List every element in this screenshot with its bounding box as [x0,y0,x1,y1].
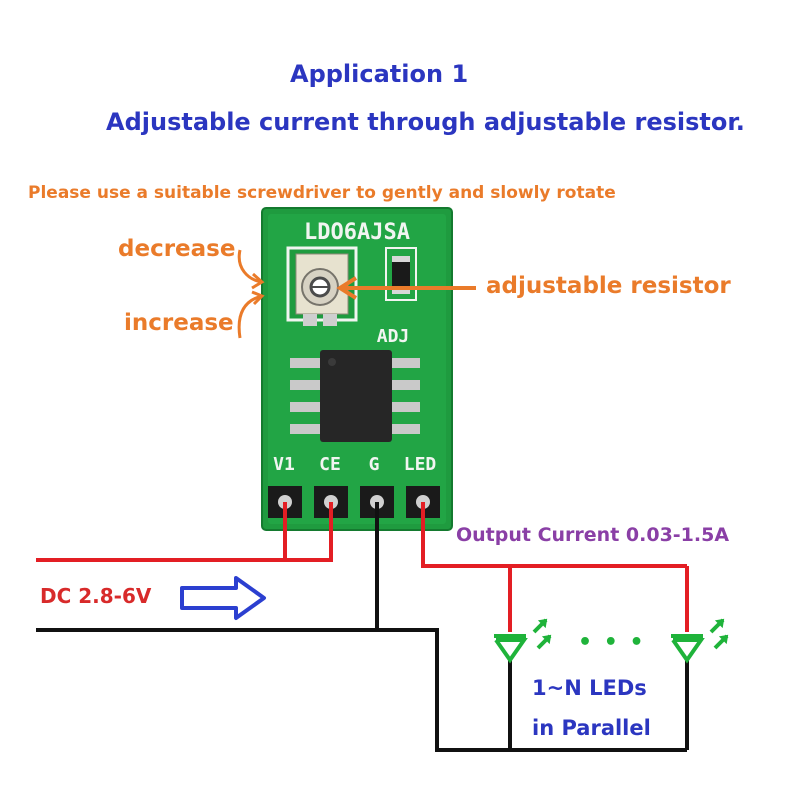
resistor-pointer-arrow [336,276,476,300]
pin-label-g: G [369,454,380,475]
rotate-instruction: Please use a suitable screwdriver to gen… [28,183,616,203]
led-count-label: 1~N LEDs [532,676,647,700]
page-subtitle: Adjustable current through adjustable re… [106,108,745,136]
led-1 [494,618,552,664]
increase-label: increase [124,310,234,336]
wire-led-output [421,502,689,632]
driver-ic [290,350,420,442]
led-parallel-label: in Parallel [532,716,651,740]
wire-input-positive [36,502,333,562]
input-voltage-label: DC 2.8-6V [40,584,152,608]
pin-label-led: LED [404,454,437,475]
wire-ground [36,502,689,752]
increase-rotation-arrow [237,290,265,339]
output-current-label: Output Current 0.03-1.5A [456,524,730,546]
page-title: Application 1 [290,60,469,88]
board-model-label: LDO6AJSA [304,220,410,245]
pin-labels: V1 CE G LED [273,454,436,475]
smd-resistor [385,247,417,301]
decrease-rotation-arrow [237,249,265,290]
adjustable-resistor-label: adjustable resistor [486,273,731,299]
pin-label-ce: CE [319,454,341,475]
pin-label-v1: V1 [273,454,295,475]
adj-label: ADJ [377,326,410,347]
led-ellipsis: • • • [578,630,646,655]
input-direction-arrow [180,576,266,620]
led-n [671,618,729,664]
decrease-label: decrease [118,236,236,262]
